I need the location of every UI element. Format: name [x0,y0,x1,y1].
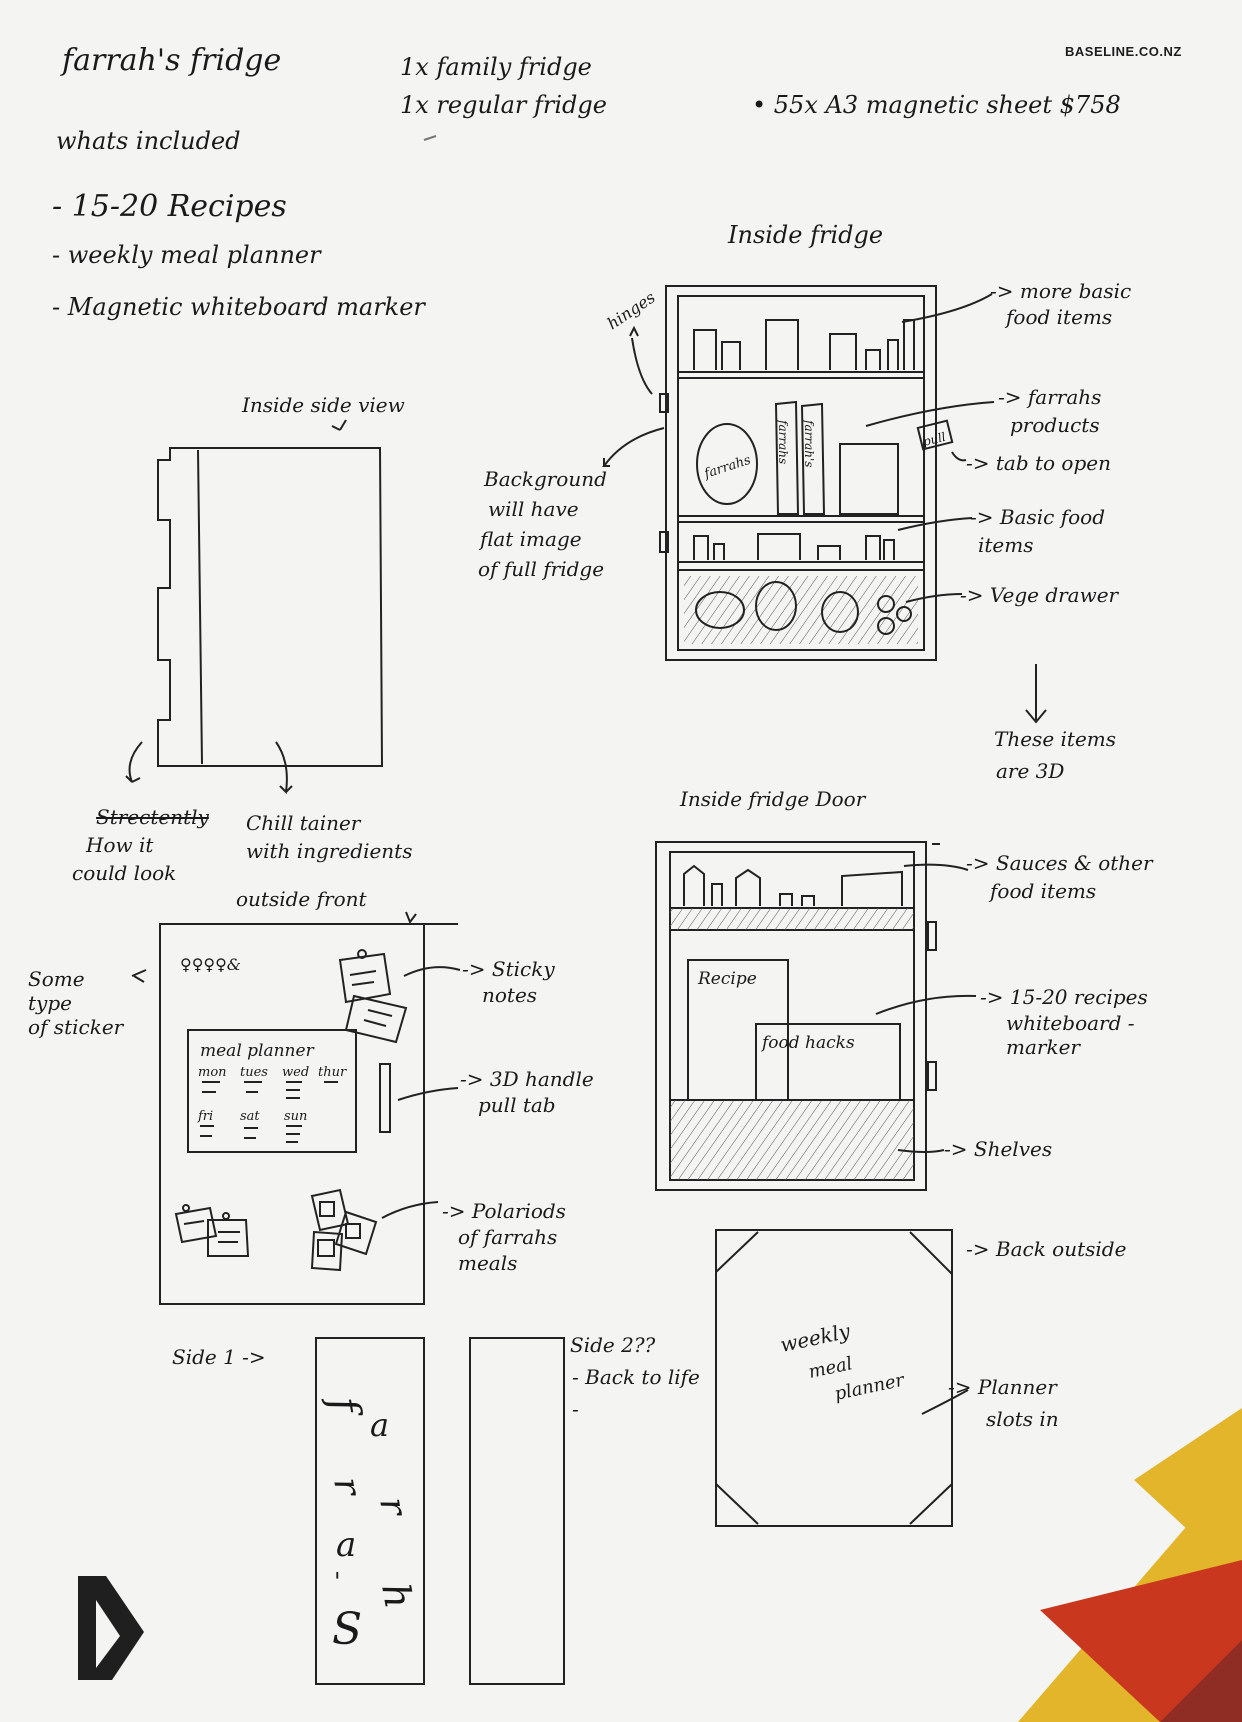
recipes-line2: whiteboard - [1006,1011,1135,1035]
back-outside-sketch [715,1229,969,1527]
more-basic-line1: -> more basic [990,279,1132,303]
day-fri: fri [197,1109,213,1124]
background-note-2: will have [488,497,579,521]
struck-word: Strectently [96,805,209,829]
magnetic-sheet-cost: • 55x A3 magnetic sheet $758 [752,91,1121,119]
hacks-card-label: food hacks [760,1033,855,1053]
recipes-line1: -> 15-20 recipes [980,985,1148,1009]
sticker-marks: ♀♀♀♀& [180,955,241,974]
side1-letter-f: f [320,1391,369,1423]
brand-corner-triangles [1018,1408,1242,1722]
fridge-family: 1x family fridge [400,53,592,81]
side1-letter-r2: r [371,1494,415,1520]
included-heading: whats included [56,127,241,155]
sticker-note-2: type [28,991,72,1015]
three-d-line1: These items [994,727,1117,751]
polaroids-line3: meals [458,1251,518,1275]
sticky-notes-line2: notes [482,983,538,1007]
inside-fridge-title: Inside fridge [728,221,884,249]
side1-apostrophe: ' [334,1568,341,1596]
side1-letter-s: S [332,1604,362,1655]
side2-label: Side 2?? [570,1333,656,1357]
back-planner-line2: meal [807,1353,855,1383]
included-item-marker: - Magnetic whiteboard marker [52,293,425,321]
back-outside-title: -> Back outside [966,1237,1127,1261]
day-sun: sun [284,1109,307,1124]
included-item-recipes: - 15-20 Recipes [52,189,287,224]
background-note-3: flat image [480,527,582,551]
chill-tainer-line1: Chill tainer [246,811,361,835]
handle-line1: -> 3D handle [460,1067,594,1091]
vege-drawer-label: -> Vege drawer [960,583,1119,607]
sauces-line1: -> Sauces & other [966,851,1153,875]
planner-slots-line2: slots in [986,1407,1059,1431]
outside-front-title: outside front [236,887,367,911]
side1-label: Side 1 -> [172,1345,266,1369]
jar-label: farrahs [702,453,753,482]
baseline-b-logo-icon [78,1576,144,1680]
side1-letter-a1: a [370,1406,389,1444]
box-label-1: farrahs [776,419,790,464]
pull-tab-label: pull [921,430,947,449]
fridge-regular: 1x regular fridge [400,91,607,119]
background-note-1: Background [484,467,607,491]
tab-to-open: -> tab to open [966,451,1111,475]
day-wed: wed [282,1065,309,1080]
side1-letter-a2: a [336,1525,356,1565]
side2-dash: - [572,1397,579,1421]
sticker-note-1: Some [28,967,85,991]
sides-sketch [315,1337,565,1685]
polaroids-line1: -> Polariods [442,1199,566,1223]
sticky-notes-line1: -> Sticky [462,957,555,981]
sauces-line2: food items [990,879,1097,903]
meal-planner-title: meal planner [200,1041,315,1061]
sticker-note-3: of sticker [28,1015,124,1039]
side-view-sketch [125,419,384,795]
farrahs-products-line1: -> farrahs [998,385,1102,409]
site-url: BASELINE.CO.NZ [1065,44,1182,59]
day-sat: sat [240,1109,260,1124]
box-label-2: farrah's [802,419,816,467]
handle-line2: pull tab [478,1093,556,1117]
hinges-label: hinges [604,288,659,334]
inside-fridge-sketch [602,285,1047,724]
shelves-label: -> Shelves [944,1137,1053,1161]
side2-note: - Back to life [572,1365,700,1389]
recipes-line3: marker [1006,1035,1080,1059]
side1-letter-h: h [373,1580,421,1612]
basic-food-line2: items [978,533,1034,557]
fridge-door-title: Inside fridge Door [680,787,866,811]
side-view-title: Inside side view [242,393,405,417]
polaroids-line2: of farrahs [458,1225,558,1249]
included-item-planner: - weekly meal planner [52,241,321,269]
more-basic-line2: food items [1006,305,1113,329]
how-it-line1: How it [86,833,154,857]
chill-tainer-line2: with ingredients [246,839,413,863]
basic-food-line1: -> Basic food [970,505,1105,529]
recipe-card-label: Recipe [697,969,757,989]
day-mon: mon [198,1065,227,1080]
planner-slots-line1: -> Planner [948,1375,1057,1399]
day-tues: tues [240,1065,268,1080]
page-title: farrah's fridge [62,43,282,78]
outside-front-sketch [131,911,461,1305]
how-it-line2: could look [72,861,177,885]
farrahs-products-line2: products [1010,413,1100,437]
back-planner-line1: weekly [778,1319,853,1357]
day-thur: thur [318,1065,347,1080]
background-note-4: of full fridge [478,557,605,581]
side1-letter-r1: r [325,1474,369,1500]
fridge-door-sketch [655,841,977,1191]
three-d-line2: are 3D [996,759,1065,783]
